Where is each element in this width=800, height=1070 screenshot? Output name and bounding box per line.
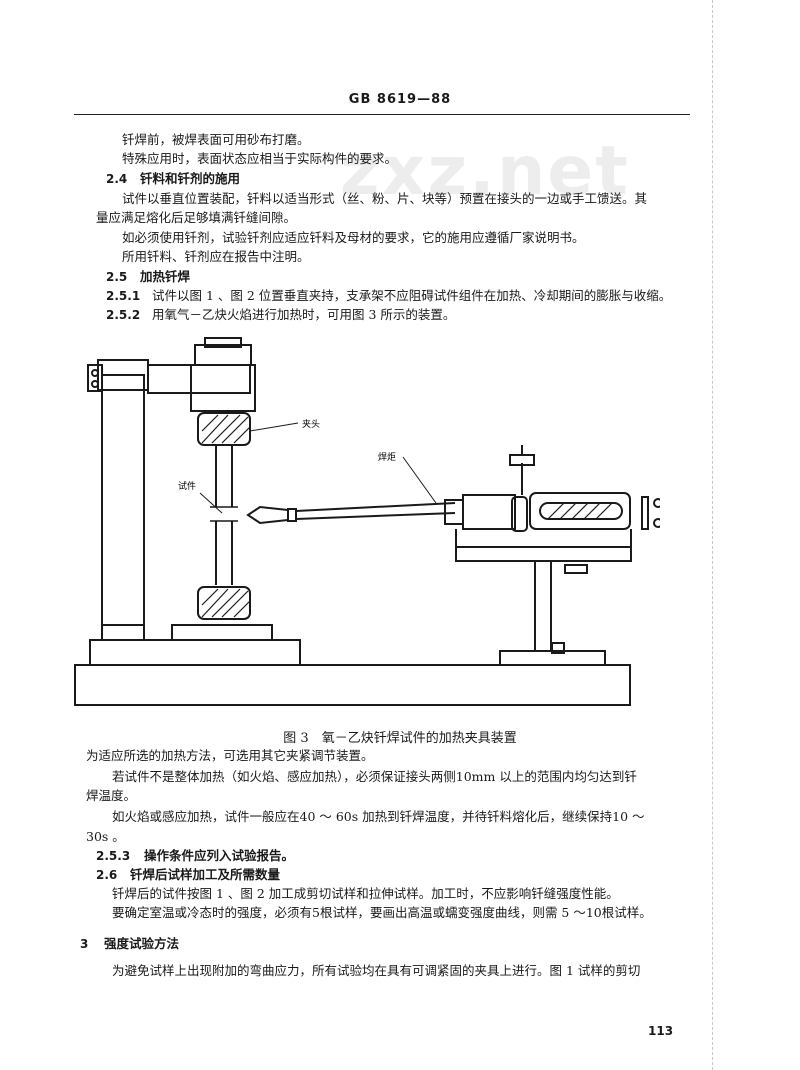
section-number: 2.6 xyxy=(96,868,118,882)
section-heading: 加热钎焊 xyxy=(140,269,191,284)
paragraph-line: 试件以图 1 、图 2 位置垂直夹持，支承架不应阻碍试件组件在加热、冷却期间的膨… xyxy=(152,288,672,303)
watermark: zxz.net xyxy=(340,132,630,211)
paragraph-line: 要确定室温或冷态时的强度，必须有5根试样，要画出高温或蠕变强度曲线，则需 5 ～… xyxy=(112,905,652,920)
figure-caption: 图 3 氧－乙炔钎焊试件的加热夹具装置 xyxy=(283,731,517,746)
section-number: 2.5.3 xyxy=(96,849,131,863)
header-rule xyxy=(74,114,690,115)
figure-3-apparatus-drawing: 夹头 焊炬 试件 xyxy=(74,337,660,706)
paragraph-line: 钎焊后的试件按图 1 、图 2 加工成剪切试样和拉伸试样。加工时，不应影响钎缝强… xyxy=(112,886,619,901)
page-number: 113 xyxy=(648,1024,674,1038)
paragraph-line: 所用钎料、钎剂应在报告中注明。 xyxy=(122,249,310,264)
label-clamp: 夹头 xyxy=(302,418,320,430)
paragraph-line: 为适应所选的加热方法，可选用其它夹紧调节装置。 xyxy=(86,748,374,763)
section-number: 2.5 xyxy=(106,270,128,284)
paragraph-line: 焊温度。 xyxy=(86,788,137,803)
section-number: 3 xyxy=(80,937,89,951)
paragraph-line: 如必须使用钎剂，试验钎剂应适应钎料及母材的要求，它的施用应遵循厂家说明书。 xyxy=(122,230,585,245)
paragraph-line: 用氧气－乙炔火焰进行加热时，可用图 3 所示的装置。 xyxy=(152,307,456,322)
label-specimen: 试件 xyxy=(178,480,196,492)
paragraph-line: 30s 。 xyxy=(86,829,125,844)
section-number: 2.5.2 xyxy=(106,308,141,322)
section-number: 2.5.1 xyxy=(106,289,141,303)
paragraph-line: 量应满足熔化后足够填满钎缝间隙。 xyxy=(96,210,297,225)
section-heading: 钎料和钎剂的施用 xyxy=(140,171,241,186)
scan-margin-line xyxy=(712,0,713,1070)
paragraph-line: 特殊应用时，表面状态应相当于实际构件的要求。 xyxy=(122,151,398,166)
paragraph-line: 试件以垂直位置装配，钎料以适当形式（丝、粉、片、块等）预置在接头的一边或手工馈送… xyxy=(122,191,648,206)
section-number: 2.4 xyxy=(106,172,128,186)
section-heading: 钎焊后试样加工及所需数量 xyxy=(130,867,281,882)
paragraph-line: 如火焰或感应加热，试件一般应在40 ～ 60s 加热到钎焊温度，并待钎料熔化后，… xyxy=(112,809,645,824)
paragraph-line: 操作条件应列入试验报告。 xyxy=(144,848,295,863)
paragraph-line: 钎焊前，被焊表面可用砂布打磨。 xyxy=(122,132,310,147)
section-heading: 强度试验方法 xyxy=(104,936,180,951)
paragraph-line: 若试件不是整体加热（如火焰、感应加热），必须保证接头两侧10mm 以上的范围内均… xyxy=(112,769,637,784)
paragraph-line: 为避免试样上出现附加的弯曲应力，所有试验均在具有可调紧固的夹具上进行。图 1 试… xyxy=(112,963,641,978)
label-torch: 焊炬 xyxy=(378,451,396,463)
page-header: GB 8619—88 xyxy=(348,92,452,107)
